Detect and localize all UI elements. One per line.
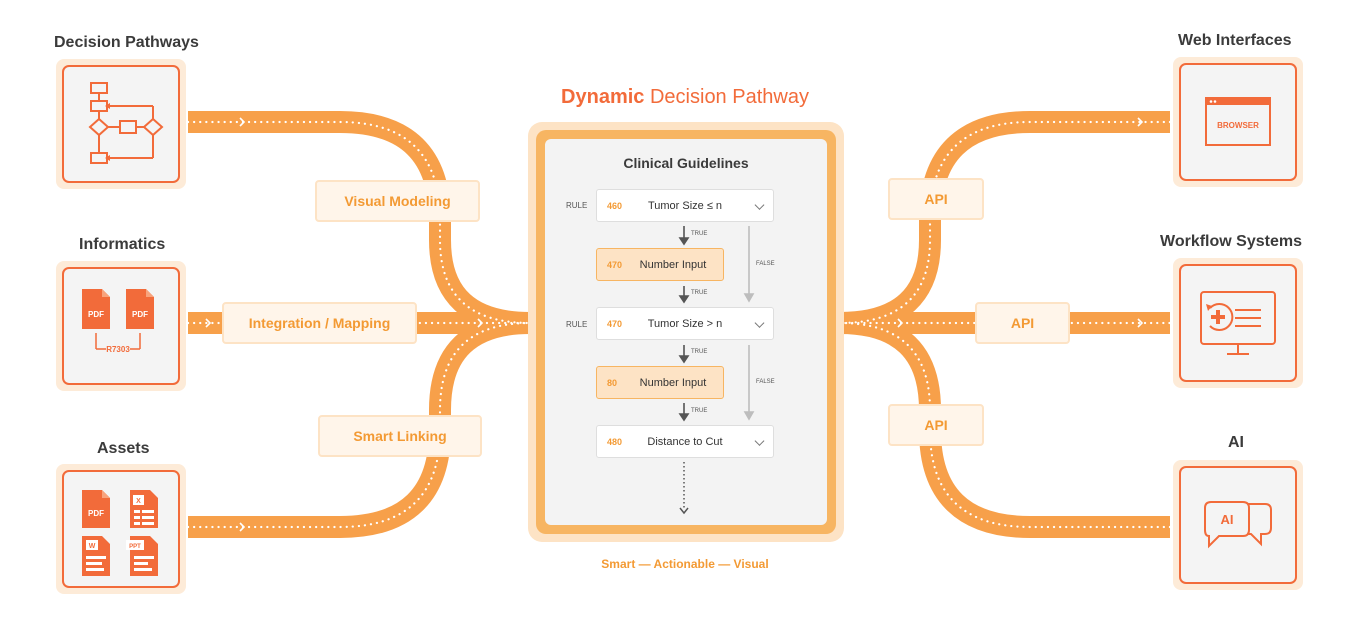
rule-number: 470 [607, 259, 623, 270]
web-interfaces-box: BROWSER [1173, 57, 1303, 187]
monitor-medical-icon [1200, 291, 1276, 355]
ai-box: AI [1173, 460, 1303, 590]
decision-pathways-title: Decision Pathways [54, 34, 199, 51]
rule-tumor-size-le[interactable]: 460 Tumor Size ≤ n [596, 189, 774, 222]
rule-tag-3: RULE [566, 320, 588, 329]
asset-word-label: W [89, 543, 96, 550]
rule-text: Number Input [639, 258, 707, 271]
informatics-box: PDF PDF R7303 [56, 261, 186, 391]
true-tag: TRUE [691, 349, 708, 355]
workflow-systems-title: Workflow Systems [1160, 233, 1302, 250]
web-interfaces-title: Web Interfaces [1178, 32, 1292, 49]
rule-tumor-size-gt[interactable]: 470 Tumor Size > n [596, 307, 774, 340]
visual-modeling-label: Visual Modeling [315, 180, 480, 222]
rule-number: 480 [607, 436, 623, 447]
rule-text: Number Input [639, 376, 707, 389]
browser-label: BROWSER [1217, 121, 1259, 130]
assets-box: PDF X W PPT [56, 464, 186, 594]
title-rest: Decision Pathway [649, 86, 809, 108]
true-tag: TRUE [691, 231, 708, 237]
rule-tag-1: RULE [566, 201, 588, 210]
assets-title: Assets [97, 440, 150, 457]
title-bold: Dynamic [561, 86, 645, 108]
pdf-label-a: PDF [88, 310, 104, 319]
browser-icon: BROWSER [1205, 97, 1271, 146]
true-tag: TRUE [691, 408, 708, 414]
mapping-code: R7303 [106, 345, 130, 354]
ai-label: AI [1221, 512, 1234, 527]
rule-distance-to-cut[interactable]: 480 Distance to Cut [596, 425, 774, 458]
asset-excel-label: X [136, 498, 141, 505]
api-label-bottom: API [888, 404, 984, 446]
true-tag: TRUE [691, 290, 708, 296]
number-input-470[interactable]: 470 Number Input [596, 248, 724, 281]
flowchart-icon [88, 82, 164, 164]
documents-icon: PDF X W PPT [82, 490, 158, 576]
tagline: Smart — Actionable — Visual [601, 557, 769, 571]
rule-number: 470 [607, 318, 623, 329]
integration-mapping-label: Integration / Mapping [222, 302, 417, 344]
asset-pdf-label: PDF [88, 509, 104, 518]
pdf-mapping-icon: PDF PDF R7303 [82, 289, 154, 354]
false-tag: FALSE [756, 379, 775, 385]
api-label-mid: API [975, 302, 1070, 344]
clinical-guidelines-heading: Clinical Guidelines [623, 155, 749, 171]
rule-text: Distance to Cut [647, 435, 723, 448]
decision-pathways-box [56, 59, 186, 189]
rule-number: 460 [607, 200, 623, 211]
rule-text: Tumor Size ≤ n [647, 199, 723, 212]
chat-ai-icon: AI [1204, 501, 1272, 549]
workflow-systems-box [1173, 258, 1303, 388]
pdf-label-b: PDF [132, 310, 148, 319]
smart-linking-label: Smart Linking [318, 415, 482, 457]
false-tag: FALSE [756, 261, 775, 267]
ai-title: AI [1228, 434, 1244, 451]
rule-text: Tumor Size > n [647, 317, 723, 330]
asset-ppt-label: PPT [129, 544, 141, 550]
dynamic-decision-pathway-title: Dynamic Decision Pathway [540, 86, 830, 109]
informatics-title: Informatics [79, 236, 166, 253]
api-label-top: API [888, 178, 984, 220]
rule-number: 80 [607, 377, 618, 388]
number-input-80[interactable]: 80 Number Input [596, 366, 724, 399]
